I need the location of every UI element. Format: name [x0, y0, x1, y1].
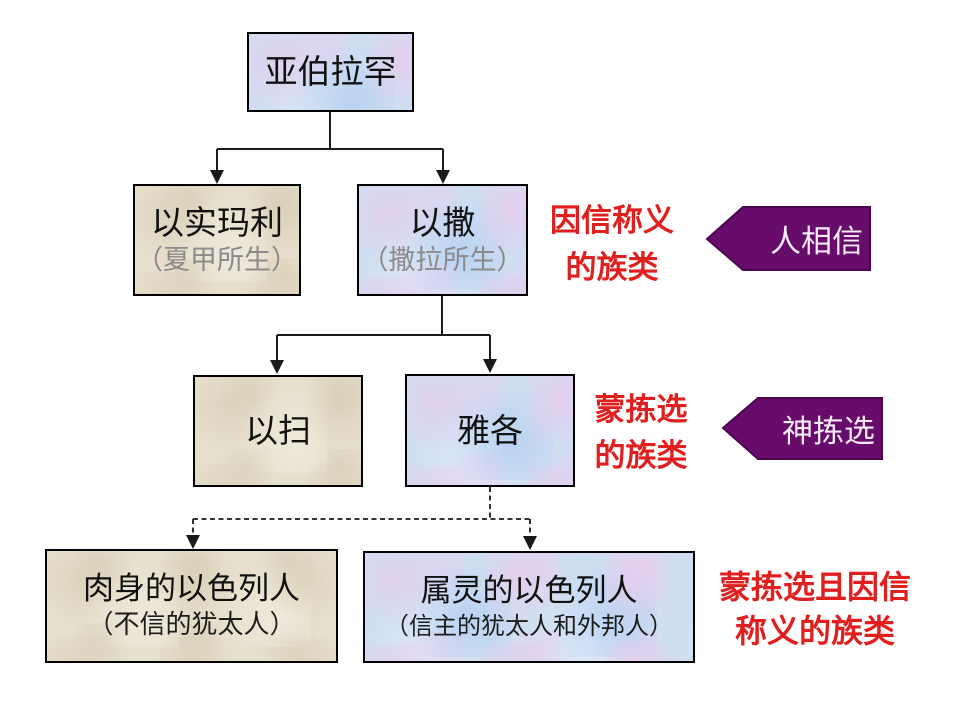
annotation-chosen-and-justified-line1: 蒙拣选且因信 [718, 569, 911, 605]
annotation-justified-by-faith-line1: 因信称义 [550, 203, 674, 238]
box-esau-title: 以扫 [245, 412, 311, 450]
annotation-justified-by-faith: 因信称义 的族类 [532, 197, 692, 291]
annotation-chosen: 蒙拣选 的族类 [561, 387, 721, 479]
arrowhead-to-esau [270, 360, 284, 374]
box-jacob: 雅各 [405, 374, 575, 487]
god-chooses-banner-label: 神拣选 [782, 414, 875, 449]
man-believes-banner-label: 人相信 [770, 224, 863, 259]
box-isaac-subtitle: （撒拉所生） [361, 245, 524, 276]
box-ishmael-subtitle: （夏甲所生） [136, 245, 298, 276]
annotation-chosen-and-justified-line2: 称义的族类 [734, 613, 895, 649]
annotation-justified-by-faith-line2: 的族类 [565, 250, 659, 285]
box-fleshly-israel: 肉身的以色列人 （不信的犹太人） [45, 549, 338, 663]
box-fleshly-israel-subtitle: （不信的犹太人） [87, 609, 296, 640]
arrowhead-to-jacob [483, 359, 497, 373]
man-believes-banner-shape [705, 206, 871, 271]
box-ishmael: 以实玛利 （夏甲所生） [133, 184, 301, 296]
box-spiritual-israel-title: 属灵的以色列人 [420, 573, 638, 609]
box-abraham-title: 亚伯拉罕 [264, 53, 397, 91]
connector-abraham-children [216, 112, 444, 171]
god-chooses-banner-shape [721, 397, 883, 460]
arrowhead-to-spiritual-israel [523, 536, 537, 550]
box-isaac-title: 以撒 [409, 203, 476, 241]
arrowhead-to-ishmael [210, 170, 224, 184]
annotation-chosen-line2: 的族类 [594, 438, 688, 473]
box-abraham: 亚伯拉罕 [247, 32, 414, 112]
connector-isaac-children [276, 296, 491, 361]
box-isaac: 以撒 （撒拉所生） [357, 184, 528, 296]
arrowhead-to-isaac [436, 170, 450, 184]
annotation-chosen-and-justified: 蒙拣选且因信 称义的族类 [700, 565, 930, 653]
arrowhead-to-fleshly-israel [186, 535, 200, 549]
annotation-chosen-line1: 蒙拣选 [594, 392, 688, 427]
connector-jacob-children-dashed [192, 487, 531, 537]
box-spiritual-israel: 属灵的以色列人 （信主的犹太人和外邦人） [363, 551, 695, 663]
box-ishmael-title: 以实玛利 [151, 203, 283, 241]
box-fleshly-israel-title: 肉身的以色列人 [83, 570, 300, 606]
box-esau: 以扫 [193, 375, 363, 487]
box-jacob-title: 雅各 [457, 411, 523, 449]
box-spiritual-israel-subtitle: （信主的犹太人和外邦人） [385, 612, 673, 640]
